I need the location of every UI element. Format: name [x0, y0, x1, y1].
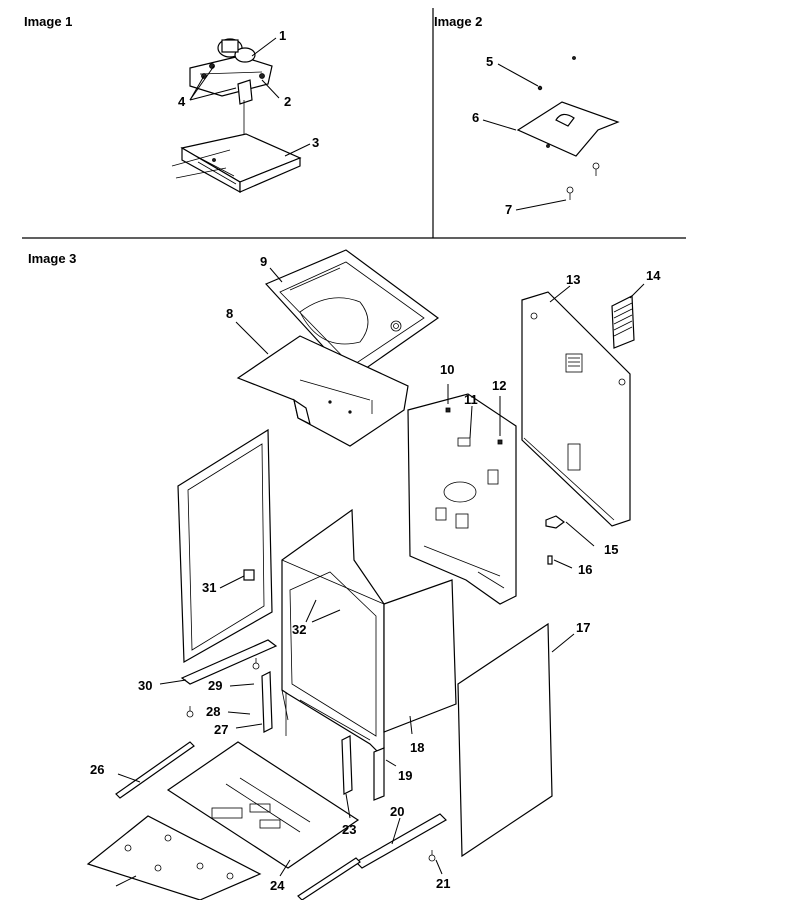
label-12: 12	[492, 378, 506, 393]
label-15: 15	[604, 542, 618, 557]
part-30-rail	[180, 639, 278, 685]
label-16: 16	[578, 562, 592, 577]
label-32: 32	[292, 622, 306, 637]
label-6: 6	[472, 110, 479, 125]
part-31-clip	[243, 569, 255, 581]
part-11-rear-panel	[407, 393, 517, 605]
label-4: 4	[178, 94, 186, 109]
part-22-rail	[297, 857, 361, 900]
part-18-side	[383, 579, 457, 733]
image2-parts	[482, 56, 620, 211]
part-24-base	[166, 741, 360, 869]
part-23-bracket	[341, 735, 353, 795]
label-5: 5	[486, 54, 493, 69]
label-1: 1	[279, 28, 286, 43]
label-14: 14	[646, 268, 661, 283]
label-29: 29	[208, 678, 222, 693]
part-25-floor-pan	[86, 815, 262, 900]
label-27: 27	[214, 722, 228, 737]
label-17: 17	[576, 620, 590, 635]
label-10: 10	[440, 362, 454, 377]
image1-parts	[171, 37, 311, 194]
panel-title-image-2: Image 2	[434, 14, 483, 29]
label-31: 31	[202, 580, 216, 595]
label-9: 9	[260, 254, 267, 269]
panel-title-image-1: Image 1	[24, 14, 73, 29]
label-18: 18	[410, 740, 424, 755]
part-labels: 1 2 3 4 5 6 7 8 9 10 11 12 13 14 15 16 1…	[90, 28, 661, 893]
label-26: 26	[90, 762, 104, 777]
panel-title-image-3: Image 3	[28, 251, 77, 266]
part-left-side-panel	[177, 428, 273, 664]
part-6-plate	[516, 101, 620, 157]
part-26-rail	[115, 741, 195, 799]
label-23: 23	[342, 822, 356, 837]
label-24: 24	[270, 878, 285, 893]
part-19-front-rail	[373, 747, 385, 801]
part-17-side-panel	[457, 622, 553, 858]
label-2: 2	[284, 94, 291, 109]
part-1-assembly	[189, 38, 273, 190]
part-15-bracket	[545, 515, 565, 529]
part-16-clip	[547, 555, 553, 565]
part-13-back-cover	[521, 291, 631, 527]
label-8: 8	[226, 306, 233, 321]
label-19: 19	[398, 768, 412, 783]
part-8-shield	[236, 335, 409, 447]
label-7: 7	[505, 202, 512, 217]
part-3-bracket	[171, 133, 302, 194]
label-30: 30	[138, 678, 152, 693]
label-20: 20	[390, 804, 404, 819]
label-21: 21	[436, 876, 450, 891]
label-3: 3	[312, 135, 319, 150]
part-27-bracket	[261, 671, 273, 733]
part-20-rail	[355, 813, 447, 869]
label-28: 28	[206, 704, 220, 719]
label-11: 11	[464, 392, 478, 407]
image3-parts	[86, 249, 645, 900]
part-14-vent-grille	[611, 295, 635, 349]
label-13: 13	[566, 272, 580, 287]
